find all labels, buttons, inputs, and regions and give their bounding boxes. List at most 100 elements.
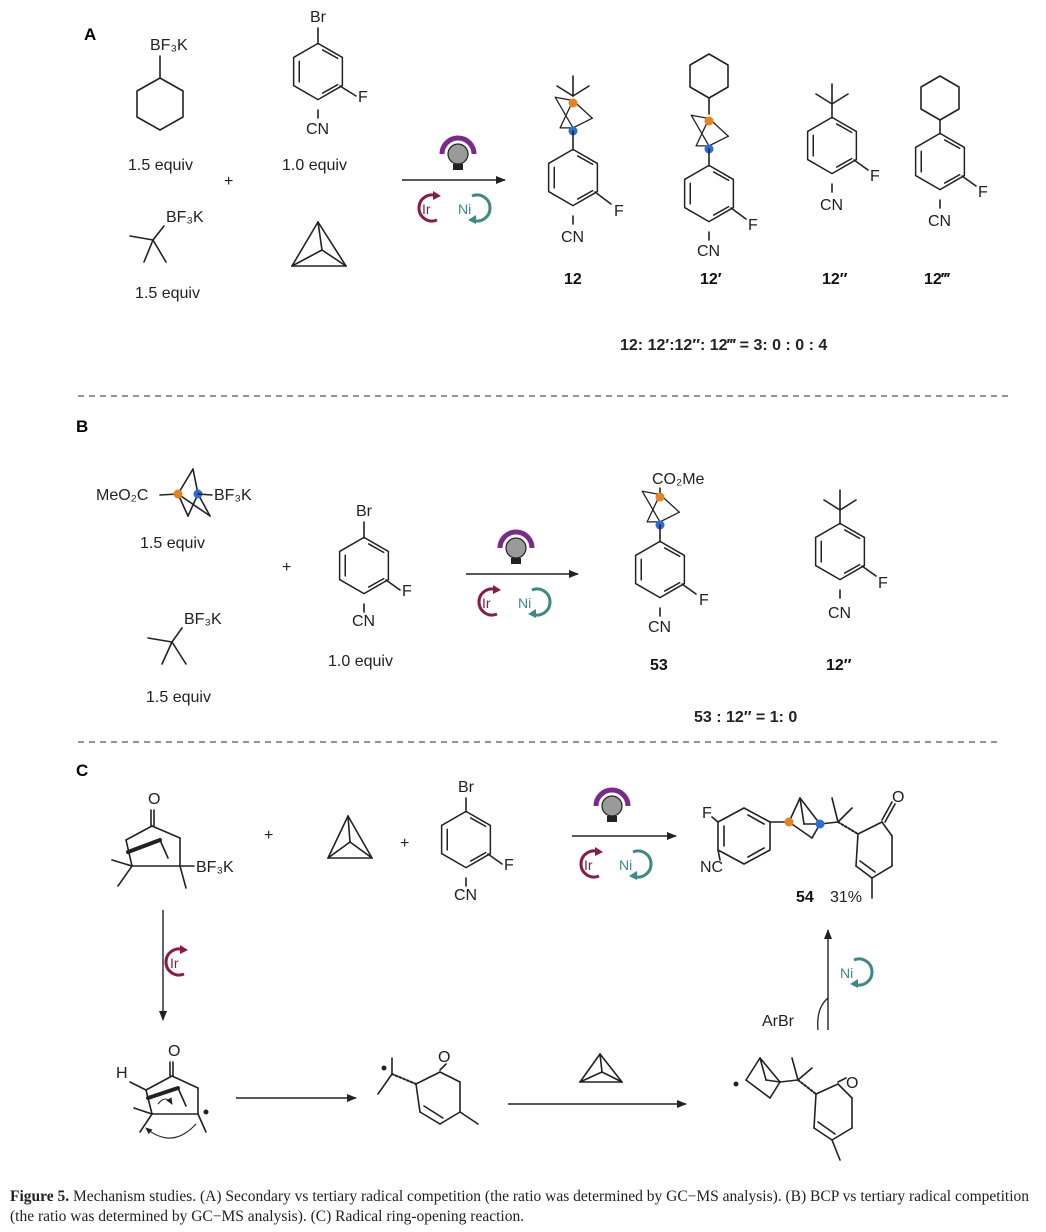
br-label: Br (356, 503, 373, 520)
yield-label: 31% (830, 889, 862, 906)
equiv-aryl: 1.0 equiv (328, 653, 393, 670)
caption-label: Figure 5. (10, 1188, 70, 1205)
section-c-label: C (76, 761, 88, 780)
bf3k-label: BF₃K (184, 611, 222, 628)
cn-label: CN (820, 197, 843, 214)
product-12: F CN 12 (547, 75, 624, 288)
ratio-b: 53 : 12″ = 1: 0 (694, 709, 797, 726)
conditions-b: Ir Ni (466, 529, 579, 618)
plus-sign: + (264, 827, 273, 844)
propellane-a (291, 221, 347, 267)
plus-sign: + (400, 835, 409, 852)
equiv-tbutyl: 1.5 equiv (146, 689, 211, 706)
meo2c-label: MeO₂C (96, 487, 148, 504)
tbutyl-bf3k-b: BF₃K 1.5 equiv (146, 611, 222, 706)
ir-label: Ir (584, 857, 593, 873)
ni-catalyst-icon: Ni (619, 849, 653, 880)
f-label: F (878, 575, 888, 592)
o-label: O (168, 1043, 180, 1060)
f-label: F (870, 168, 880, 185)
product-label: 12′ (700, 271, 722, 288)
cn-label: CN (928, 213, 951, 230)
bf3k-label: BF₃K (214, 487, 252, 504)
conditions-a: Ir Ni (402, 135, 506, 224)
equiv-tbutyl: 1.5 equiv (135, 285, 200, 302)
h-label: H (116, 1065, 128, 1082)
section-b-label: B (76, 417, 88, 436)
product-label: 12″ (822, 271, 848, 288)
bf3k-label: BF₃K (166, 209, 204, 226)
bcp-radical: O (733, 1057, 858, 1161)
o-label: O (846, 1075, 858, 1092)
br-label: Br (458, 779, 475, 796)
f-label: F (748, 217, 758, 234)
equiv-cyclohexyl: 1.5 equiv (128, 157, 193, 174)
ir-catalyst-icon: Ir (477, 585, 501, 617)
cn-label: CN (828, 605, 851, 622)
o-label: O (438, 1049, 450, 1066)
cn-label: CN (352, 613, 375, 630)
ni-catalyst-icon: Ni (840, 957, 874, 988)
product-12-double-prime: F CN 12″ (806, 83, 880, 288)
section-a-label: A (84, 25, 96, 44)
lightbulb-icon (497, 529, 535, 564)
equiv-bcp: 1.5 equiv (140, 535, 205, 552)
propellane-addition (579, 1053, 623, 1083)
lightbulb-icon (439, 135, 477, 170)
cn-label: CN (561, 229, 584, 246)
pinene-bf3k: O BF₃K (111, 791, 234, 889)
ni-catalyst-icon: Ni (518, 587, 552, 618)
product-53: CO₂Me F CN 53 (634, 471, 709, 674)
product-label: 54 (796, 889, 814, 906)
product-12-double-prime-b: F CN 12″ (814, 489, 888, 674)
aryl-bromide-c: Br F CN (440, 779, 514, 904)
co2me-label: CO₂Me (652, 471, 705, 488)
aryl-bromide-a: Br F CN 1.0 equiv (282, 9, 368, 174)
product-12-prime: F CN 12′ (683, 53, 758, 288)
bf3k-label: BF₃K (150, 37, 188, 54)
product-label: 12 (564, 271, 582, 288)
f-label: F (614, 203, 624, 220)
product-label: 12‴ (924, 271, 951, 288)
ratio-a: 12: 12′:12″: 12‴ = 3: 0 : 0 : 4 (620, 337, 827, 354)
f-label: F (699, 592, 709, 609)
pinene-radical: O H (116, 1043, 209, 1139)
nc-label: NC (700, 859, 723, 876)
ir-label: Ir (482, 595, 491, 611)
tbutyl-bf3k: BF₃K 1.5 equiv (129, 209, 204, 302)
caption-text: Mechanism studies. (A) Secondary vs tert… (10, 1188, 1030, 1225)
ir-catalyst-icon: Ir (579, 847, 603, 879)
lightbulb-icon (593, 787, 631, 822)
ir-label: Ir (170, 955, 179, 971)
ir-catalyst-icon: Ir (417, 191, 441, 223)
f-label: F (358, 89, 368, 106)
product-12-triple-prime: F CN 12‴ (914, 75, 988, 288)
ni-label: Ni (518, 595, 531, 611)
aryl-bromide-b: Br F CN 1.0 equiv (328, 503, 412, 670)
figure-caption: Figure 5. Mechanism studies. (A) Seconda… (10, 1187, 1036, 1227)
mechanism-scheme: A BF₃K 1.5 equiv + BF₃K 1.5 equiv Br F C… (76, 9, 1012, 1161)
ni-catalyst-icon: Ni (458, 193, 492, 224)
conditions-c: Ir Ni (572, 787, 677, 880)
f-label: F (504, 857, 514, 874)
arbr-label: ArBr (762, 1013, 795, 1030)
ni-label: Ni (458, 201, 471, 217)
f-label: F (978, 184, 988, 201)
bf3k-label: BF₃K (196, 859, 234, 876)
bcp-bf3k: MeO₂C BF₃K 1.5 equiv (96, 468, 252, 552)
o-label: O (148, 791, 160, 808)
ni-label: Ni (619, 857, 632, 873)
cn-label: CN (306, 121, 329, 138)
ring-opened-radical: O (377, 1049, 479, 1125)
cn-label: CN (454, 887, 477, 904)
ir-catalyst-icon: Ir (164, 945, 188, 977)
cn-label: CN (697, 243, 720, 260)
f-label: F (702, 805, 712, 822)
br-label: Br (310, 9, 327, 26)
equiv-aryl: 1.0 equiv (282, 157, 347, 174)
cyclohexyl-bf3k: BF₃K 1.5 equiv (128, 37, 193, 174)
o-label: O (892, 789, 904, 806)
ni-label: Ni (840, 965, 853, 981)
product-label: 53 (650, 657, 668, 674)
f-label: F (402, 583, 412, 600)
